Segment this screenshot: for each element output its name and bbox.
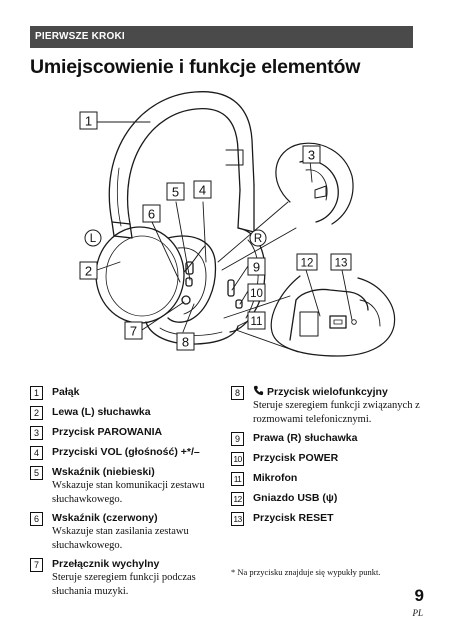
- legend-item-3: 3 Przycisk PAROWANIA: [30, 425, 205, 440]
- legend-name: Przycisk PAROWANIA: [52, 426, 163, 438]
- callout-9: [247, 257, 266, 276]
- legend-number: 7: [30, 558, 43, 572]
- svg-text:1: 1: [85, 114, 92, 129]
- legend-number: 13: [231, 512, 244, 526]
- footnote: * Na przycisku znajduje się wypukły punk…: [231, 567, 381, 577]
- legend-name: Mikrofon: [253, 472, 298, 484]
- legend-item-5: 5 Wskaźnik (niebieski) Wskazuje stan kom…: [30, 465, 205, 506]
- svg-text:7: 7: [130, 324, 137, 339]
- legend-description: Wskazuje stan komunikacji zestawu słucha…: [52, 480, 205, 505]
- legend-name: Gniazdo USB (ψ): [253, 492, 338, 504]
- legend-name: Wskaźnik (czerwony): [52, 512, 158, 524]
- legend-item-9: 9 Prawa (R) słuchawka: [231, 431, 421, 446]
- legend-left-column: 1 Pałąk 2 Lewa (L) słuchawka 3 Przycisk …: [30, 385, 205, 603]
- callout-12: [296, 253, 318, 271]
- svg-text:10: 10: [250, 288, 263, 300]
- svg-text:11: 11: [251, 316, 263, 328]
- legend-number: 2: [30, 406, 43, 420]
- legend-name: Prawa (R) słuchawka: [253, 432, 358, 444]
- legend-name: Pałąk: [52, 386, 80, 398]
- legend-name: Lewa (L) słuchawka: [52, 406, 151, 418]
- legend-item-7: 7 Przełącznik wychylny Steruje szeregiem…: [30, 557, 205, 598]
- legend-item-13: 13 Przycisk RESET: [231, 511, 421, 526]
- legend-name: Wskaźnik (niebieski): [52, 466, 155, 478]
- svg-text:2: 2: [85, 264, 92, 279]
- svg-text:5: 5: [172, 185, 179, 200]
- legend-item-6: 6 Wskaźnik (czerwony) Wskazuje stan zasi…: [30, 511, 205, 552]
- legend-number: 9: [231, 432, 244, 446]
- legend-item-11: 11 Mikrofon: [231, 471, 421, 486]
- callout-10: [247, 283, 266, 302]
- svg-text:6: 6: [148, 207, 155, 222]
- svg-text:L: L: [90, 233, 97, 245]
- legend-number: 12: [231, 492, 244, 506]
- callout-3: [302, 145, 321, 164]
- legend-description: Steruje szeregiem funkcji związanych z r…: [253, 400, 420, 425]
- legend-number: 5: [30, 466, 43, 480]
- legend-item-2: 2 Lewa (L) słuchawka: [30, 405, 205, 420]
- legend-item-12: 12 Gniazdo USB (ψ): [231, 491, 421, 506]
- callout-2: [79, 261, 98, 280]
- page-number: 9: [414, 586, 424, 605]
- legend-item-4: 4 Przyciski VOL (głośność) +*/–: [30, 445, 205, 460]
- phone-icon: [253, 385, 264, 396]
- legend-description: Steruje szeregiem funkcji podczas słucha…: [52, 572, 196, 597]
- left-mark: [84, 229, 102, 247]
- legend-item-8: 8 Przycisk wielofunkcyjny Steruje szereg…: [231, 385, 421, 426]
- legend-name: Przycisk wielofunkcyjny: [267, 386, 388, 398]
- legend-number: 1: [30, 386, 43, 400]
- legend-number: 4: [30, 446, 43, 460]
- legend-number: 3: [30, 426, 43, 440]
- legend-number: 6: [30, 512, 43, 526]
- section-header-bar: PIERWSZE KROKI: [30, 26, 413, 48]
- right-mark: [249, 229, 267, 247]
- legend-description: Wskazuje stan zasilania zestawu słuchawk…: [52, 526, 189, 551]
- legend-item-1: 1 Pałąk: [30, 385, 205, 400]
- svg-text:8: 8: [182, 335, 189, 350]
- page-title: Umiejscowienie i funkcje elementów: [30, 56, 361, 78]
- callout-8: [176, 332, 195, 351]
- svg-text:12: 12: [301, 258, 314, 270]
- svg-text:4: 4: [199, 183, 206, 198]
- legend-name: Przełącznik wychylny: [52, 558, 160, 570]
- callout-11: [247, 311, 266, 330]
- legend-name: Przycisk RESET: [253, 512, 334, 524]
- callout-5: [166, 182, 185, 201]
- callout-13: [330, 253, 352, 271]
- callout-6: [142, 204, 161, 223]
- legend-number: 11: [231, 472, 244, 486]
- legend-number: 10: [231, 452, 244, 466]
- svg-text:13: 13: [335, 258, 348, 270]
- legend-name: Przyciski VOL (głośność) +*/–: [52, 446, 200, 458]
- svg-text:9: 9: [253, 260, 260, 275]
- callout-4: [193, 180, 212, 199]
- legend-number: 8: [231, 386, 244, 400]
- svg-text:3: 3: [308, 148, 315, 163]
- page-language: PL: [412, 608, 423, 618]
- legend-item-10: 10 Przycisk POWER: [231, 451, 421, 466]
- callout-7: [124, 321, 143, 340]
- legend-right-column: 8 Przycisk wielofunkcyjny Steruje szereg…: [231, 385, 421, 531]
- callout-1: [79, 111, 98, 130]
- legend-name: Przycisk POWER: [253, 452, 339, 464]
- svg-text:R: R: [254, 233, 262, 245]
